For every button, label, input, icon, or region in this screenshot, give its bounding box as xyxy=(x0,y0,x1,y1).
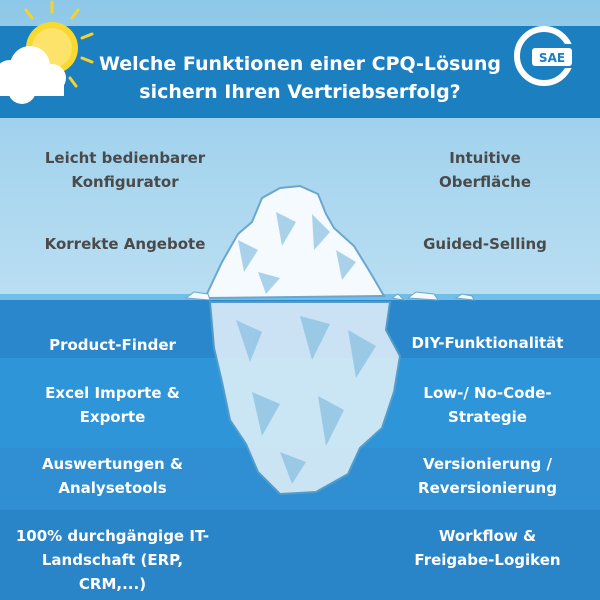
title-line-2: sichern Ihren Vertriebserfolg? xyxy=(139,81,461,103)
feature-analytics: Auswertungen & Analysetools xyxy=(41,455,184,497)
sun-icon xyxy=(0,0,94,104)
water-band-4 xyxy=(0,510,600,600)
feature-guided-selling: Guided-Selling xyxy=(423,235,547,253)
feature-workflow: Workflow & Freigabe-Logiken xyxy=(414,527,561,569)
iceberg-tip xyxy=(203,184,386,300)
feature-versioning: Versionierung / Reversionierung xyxy=(418,455,557,497)
feature-correct-offers: Korrekte Angebote xyxy=(44,235,206,253)
feature-intuitive-ui: Intuitive Oberfläche xyxy=(438,149,532,191)
feature-it-landscape: 100% durchgängige IT- Landschaft (ERP, C… xyxy=(15,527,210,593)
sae-logo-icon: SAE xyxy=(514,26,574,86)
title-banner xyxy=(0,26,600,118)
feature-excel: Excel Importe & Exporte xyxy=(45,384,180,426)
feature-product-finder: Product-Finder xyxy=(49,336,176,354)
page-title: Welche Funktionen einer CPQ-Lösung siche… xyxy=(95,50,505,106)
feature-diy: DIY-Funktionalität xyxy=(411,334,564,352)
feature-configurator: Leicht bedienbarer Konfigurator xyxy=(44,149,206,191)
logo-text: SAE xyxy=(539,51,565,65)
feature-low-code: Low-/ No-Code- Strategie xyxy=(423,384,552,426)
title-line-1: Welche Funktionen einer CPQ-Lösung xyxy=(98,53,502,75)
